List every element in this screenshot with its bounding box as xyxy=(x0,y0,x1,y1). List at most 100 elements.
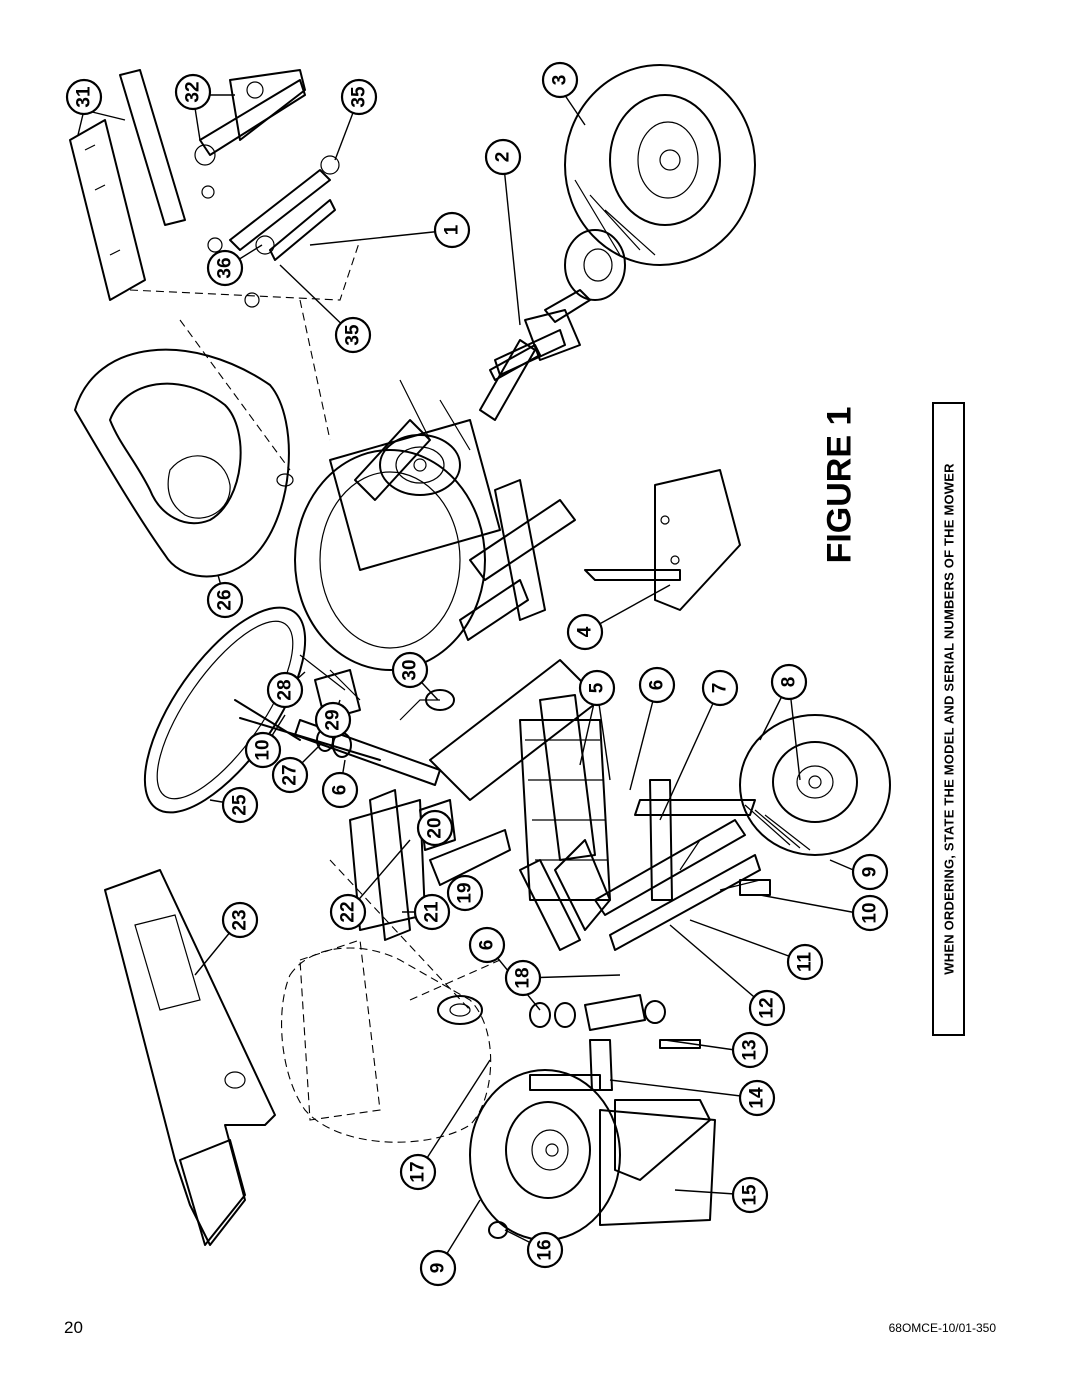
callout-31: 31 xyxy=(65,78,103,116)
callout-35: 35 xyxy=(334,316,372,354)
spindle xyxy=(489,289,591,381)
callout-17: 17 xyxy=(399,1153,437,1191)
callout-circle xyxy=(221,786,259,824)
page-number: 20 xyxy=(64,1318,83,1337)
callout-circle xyxy=(738,1079,776,1117)
callout-circle xyxy=(566,613,604,651)
document-code: 68OMCE-10/01-350 xyxy=(888,1321,996,1335)
callout-circle xyxy=(433,211,471,249)
callout-label: 11 xyxy=(795,952,816,973)
callout-label: 6 xyxy=(647,680,668,691)
callout-18: 18 xyxy=(504,959,542,997)
ordering-notice-box xyxy=(932,402,965,1036)
wheel-9-left xyxy=(469,1069,621,1241)
callout-label: 23 xyxy=(230,909,251,930)
callout-label: 28 xyxy=(275,679,296,700)
callout-36: 36 xyxy=(206,249,244,287)
callout-29: 29 xyxy=(314,701,352,739)
callout-label: 13 xyxy=(740,1039,761,1060)
callout-circle xyxy=(851,853,889,891)
callout-label: 18 xyxy=(513,967,534,988)
callout-circle xyxy=(174,73,212,111)
callout-label: 7 xyxy=(710,683,731,694)
callout-circle xyxy=(701,669,739,707)
figure-label: FIGURE 1 xyxy=(820,406,859,564)
callout-27: 27 xyxy=(271,756,309,794)
callout-circle xyxy=(731,1176,769,1214)
callout-7: 7 xyxy=(701,669,739,707)
callout-label: 12 xyxy=(757,997,778,1018)
callout-label: 35 xyxy=(349,86,370,108)
callout-8: 8 xyxy=(770,663,808,701)
callout-32: 32 xyxy=(174,73,212,111)
callout-label: 15 xyxy=(740,1184,761,1206)
callout-circle xyxy=(786,943,824,981)
callout-label: 36 xyxy=(215,257,236,278)
callout-label: 31 xyxy=(74,86,95,108)
callout-1: 1 xyxy=(433,211,471,249)
rear-panel xyxy=(104,869,276,1246)
callout-label: 32 xyxy=(183,81,204,102)
callout-25: 25 xyxy=(221,786,259,824)
callout-label: 8 xyxy=(779,677,800,688)
callout-circle xyxy=(206,581,244,619)
steering-wheel xyxy=(143,606,441,814)
callout-circle xyxy=(271,756,309,794)
callout-circle xyxy=(340,78,378,116)
callout-6: 6 xyxy=(321,771,359,809)
callout-circle xyxy=(731,1031,769,1069)
callout-circle xyxy=(399,1153,437,1191)
wheel-3 xyxy=(564,64,756,301)
callout-6: 6 xyxy=(468,926,506,964)
callout-26: 26 xyxy=(206,581,244,619)
front-axle-parts xyxy=(529,994,716,1226)
seat xyxy=(74,348,294,578)
callout-circle xyxy=(578,669,616,707)
callout-11: 11 xyxy=(786,943,824,981)
callout-label: 6 xyxy=(477,940,498,951)
callout-circle xyxy=(541,61,579,99)
callout-circle xyxy=(266,671,304,709)
callout-3: 3 xyxy=(541,61,579,99)
callout-label: 1 xyxy=(442,224,463,235)
callout-label: 2 xyxy=(493,152,514,163)
wheel-9-right xyxy=(739,714,891,856)
callout-circle xyxy=(638,666,676,704)
callout-circle xyxy=(244,731,282,769)
callout-label: 9 xyxy=(860,867,881,878)
callout-label: 6 xyxy=(330,785,351,796)
callout-circle xyxy=(314,701,352,739)
callout-13: 13 xyxy=(731,1031,769,1069)
callout-35: 35 xyxy=(340,78,378,116)
callout-label: 26 xyxy=(215,589,236,610)
bracket-4 xyxy=(584,469,741,611)
callout-circle xyxy=(221,901,259,939)
callout-9: 9 xyxy=(851,853,889,891)
callout-circle xyxy=(484,138,522,176)
callout-9: 9 xyxy=(419,1249,457,1287)
callout-label: 10 xyxy=(860,902,881,923)
seat-bracket-assembly xyxy=(69,69,361,471)
callout-19: 19 xyxy=(446,874,484,912)
callout-circle xyxy=(391,651,429,689)
callout-12: 12 xyxy=(748,989,786,1027)
callout-circle xyxy=(748,989,786,1027)
callout-20: 20 xyxy=(416,809,454,847)
callout-label: 4 xyxy=(575,626,596,637)
callout-4: 4 xyxy=(566,613,604,651)
callout-15: 15 xyxy=(731,1176,769,1214)
callout-2: 2 xyxy=(484,138,522,176)
callout-label: 27 xyxy=(280,764,301,785)
callout-label: 21 xyxy=(422,901,443,923)
callout-circle xyxy=(329,893,367,931)
callout-label: 10 xyxy=(253,739,274,760)
callout-10: 10 xyxy=(851,894,889,932)
callout-5: 5 xyxy=(578,669,616,707)
callout-6: 6 xyxy=(638,666,676,704)
callout-28: 28 xyxy=(266,671,304,709)
callout-circle xyxy=(416,809,454,847)
callout-23: 23 xyxy=(221,901,259,939)
callout-circle xyxy=(526,1231,564,1269)
